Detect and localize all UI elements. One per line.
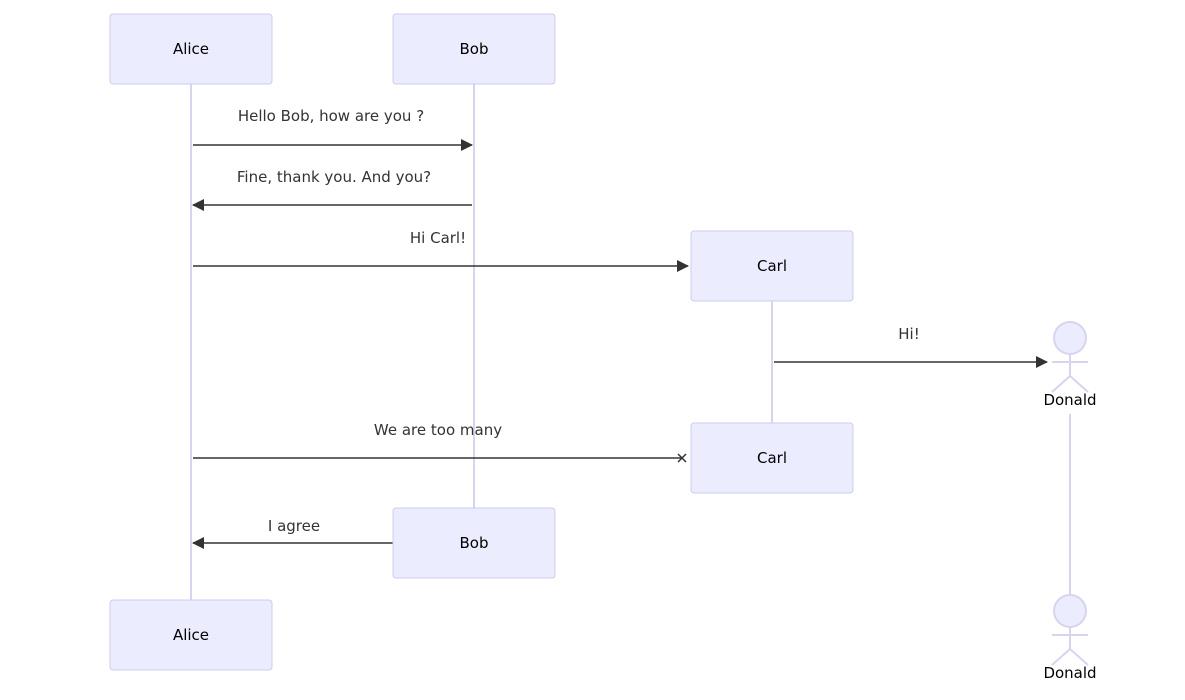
message-6: I agree bbox=[192, 517, 393, 549]
participant-carl-created[interactable]: Carl bbox=[690, 230, 854, 302]
message-2: Fine, thank you. And you? bbox=[192, 168, 472, 211]
participant-label: Alice bbox=[173, 40, 209, 58]
message-5: We are too many bbox=[193, 421, 687, 463]
participant-bob-destroyed[interactable]: Bob bbox=[392, 507, 556, 579]
participant-label: Carl bbox=[757, 449, 787, 467]
participant-label: Donald bbox=[1043, 391, 1096, 409]
message-label: I agree bbox=[268, 517, 320, 535]
message-label: We are too many bbox=[374, 421, 502, 439]
participant-label: Alice bbox=[173, 626, 209, 644]
participant-alice-bottom[interactable]: Alice bbox=[109, 599, 273, 671]
participant-bob-top[interactable]: Bob bbox=[392, 13, 556, 85]
participant-alice-top[interactable]: Alice bbox=[109, 13, 273, 85]
participant-donald-bottom[interactable]: Donald bbox=[1043, 594, 1097, 682]
message-label: Hi Carl! bbox=[410, 229, 466, 247]
actor-stick-figure-icon bbox=[1051, 594, 1089, 666]
message-3: Hi Carl! bbox=[193, 229, 689, 272]
participant-carl-destroyed[interactable]: Carl bbox=[690, 422, 854, 494]
participant-label: Bob bbox=[460, 534, 489, 552]
message-1: Hello Bob, how are you ? bbox=[193, 107, 473, 151]
message-label: Fine, thank you. And you? bbox=[237, 168, 431, 186]
participant-donald-top[interactable]: Donald bbox=[1043, 321, 1097, 409]
message-label: Hello Bob, how are you ? bbox=[238, 107, 424, 125]
participant-label: Donald bbox=[1043, 664, 1096, 682]
message-label: Hi! bbox=[898, 325, 919, 343]
destroy-cross-icon bbox=[677, 453, 687, 463]
actor-stick-figure-icon bbox=[1051, 321, 1089, 393]
message-4: Hi! bbox=[774, 325, 1048, 368]
participant-label: Bob bbox=[460, 40, 489, 58]
participant-label: Carl bbox=[757, 257, 787, 275]
